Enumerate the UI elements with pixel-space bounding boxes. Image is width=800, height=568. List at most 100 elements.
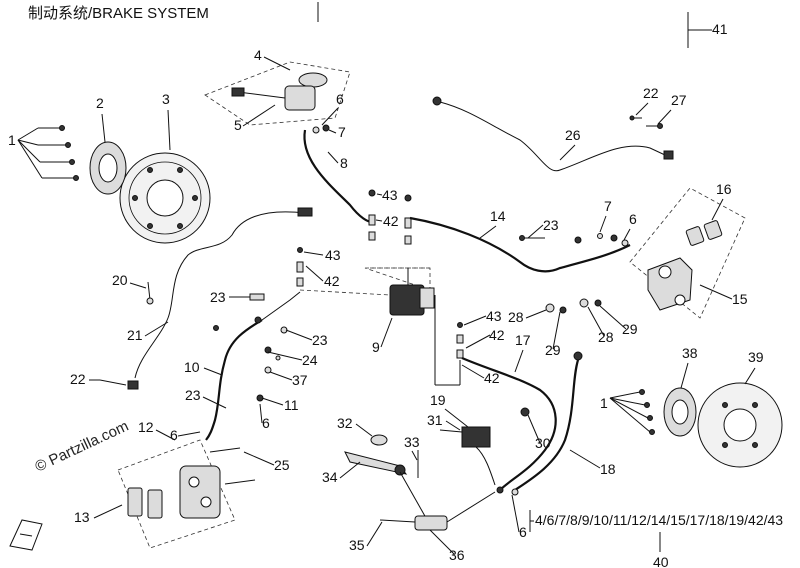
leader-12 [155,429,176,441]
rear-brake-disc[interactable] [697,382,783,468]
callout-12: 12 [138,419,154,435]
callout-39: 39 [748,349,764,365]
rear-disc-bolts[interactable] [609,389,655,435]
front-disc-bolts[interactable] [17,125,79,181]
leader-43 [303,251,324,256]
leader-14 [479,225,497,239]
leader-lines [89,56,756,555]
banjo-bolt-7[interactable] [322,124,330,132]
callout-10: 10 [184,359,200,375]
washer-28[interactable] [545,303,555,313]
fittings-42-43[interactable] [296,189,464,359]
leader-23 [285,329,313,341]
callout-7: 7 [338,124,346,140]
callout-35: 35 [349,537,365,553]
abs-modulator[interactable] [364,267,435,316]
front-abs-sensor[interactable] [127,380,139,390]
front-brake-pads[interactable] [127,487,163,519]
leader-11 [261,397,284,406]
leader-19 [444,408,469,428]
front-brake-disc[interactable] [119,152,211,244]
callout-17: 17 [515,332,531,348]
callout-42: 42 [324,273,340,289]
callout-20: 20 [112,272,128,288]
front-brake-caliper[interactable] [117,439,236,549]
front-brake-hose-10[interactable] [205,319,263,441]
leader-42 [305,265,324,282]
diagram-title: 制动系统/BRAKE SYSTEM [28,5,209,22]
callout-40: 40 [653,554,669,568]
callout-18: 18 [600,461,616,477]
leader-24 [267,351,303,361]
rear-brake-pads[interactable] [685,220,723,246]
leader-36 [429,529,455,555]
callout-26: 26 [565,127,581,143]
rear-brake-caliper[interactable] [629,187,746,319]
leader-3 [167,109,171,151]
washer-28b[interactable] [579,298,589,308]
caliper-bolt-25b[interactable] [224,479,256,485]
leader-34 [339,461,361,479]
callout-43: 43 [486,308,502,324]
callout-30: 30 [535,435,551,451]
rear-master-cylinder[interactable] [439,426,496,486]
leader-10 [203,367,223,376]
leader-37 [269,371,293,381]
clamp-30[interactable] [520,407,530,417]
rear-abs-connector[interactable] [432,96,442,106]
leader-15 [699,284,733,300]
leader-22 [635,102,649,116]
callout-28: 28 [508,309,524,325]
leader-39 [744,367,756,385]
leader-33 [411,450,418,461]
callout-1: 1 [600,395,608,411]
front-disc-hub[interactable] [89,141,127,195]
leader-32 [355,423,373,437]
callout-15: 15 [732,291,748,307]
front-abs-sensor-wire[interactable] [134,211,306,379]
leader-26 [559,144,576,161]
rear-brake-hose-14[interactable] [409,216,631,273]
rear-disc-hub[interactable] [663,387,697,437]
callout-23: 23 [185,387,201,403]
brake-pedal[interactable] [344,451,431,526]
callout-29: 29 [622,321,638,337]
wire-clip-20[interactable] [147,281,151,301]
callout-43: 43 [382,187,398,203]
leader-5 [242,104,276,127]
callout-22: 22 [70,371,86,387]
front-brake-hose-upper[interactable] [303,129,373,224]
rear-brake-hose-18[interactable] [514,359,580,491]
leader-6 [259,403,263,424]
callout-16: 16 [716,181,732,197]
leader-6 [623,228,631,241]
callout-6: 6 [170,427,178,443]
spring-32[interactable] [370,434,388,446]
front-master-cylinder[interactable] [204,61,351,126]
rear-abs-sensor-wire[interactable] [439,101,666,172]
callout-31: 31 [427,412,443,428]
group-label-40: 4/6/7/8/9/10/11/12/14/15/17/18/19/42/43 [535,512,783,528]
callout-27: 27 [671,92,687,108]
callout-3: 3 [162,91,170,107]
callout-43: 43 [325,247,341,263]
watermark: © Partzilla.com [33,418,132,476]
leader-13 [93,504,123,519]
leader-25 [243,451,275,466]
leader-21 [144,321,169,337]
rear-master-cylinder-body[interactable] [379,491,496,531]
callout-29: 29 [545,342,561,358]
callout-19: 19 [430,392,446,408]
callout-32: 32 [337,415,353,431]
caliper-bolt-25a[interactable] [209,447,241,453]
washer-6[interactable] [312,126,320,134]
rear-brake-hose-17[interactable] [461,356,557,491]
callout-9: 9 [372,339,380,355]
leader-23 [527,224,544,239]
leader-30 [527,414,541,444]
abs-connector[interactable] [297,207,313,217]
callout-1: 1 [8,132,16,148]
leader-28 [587,306,605,337]
